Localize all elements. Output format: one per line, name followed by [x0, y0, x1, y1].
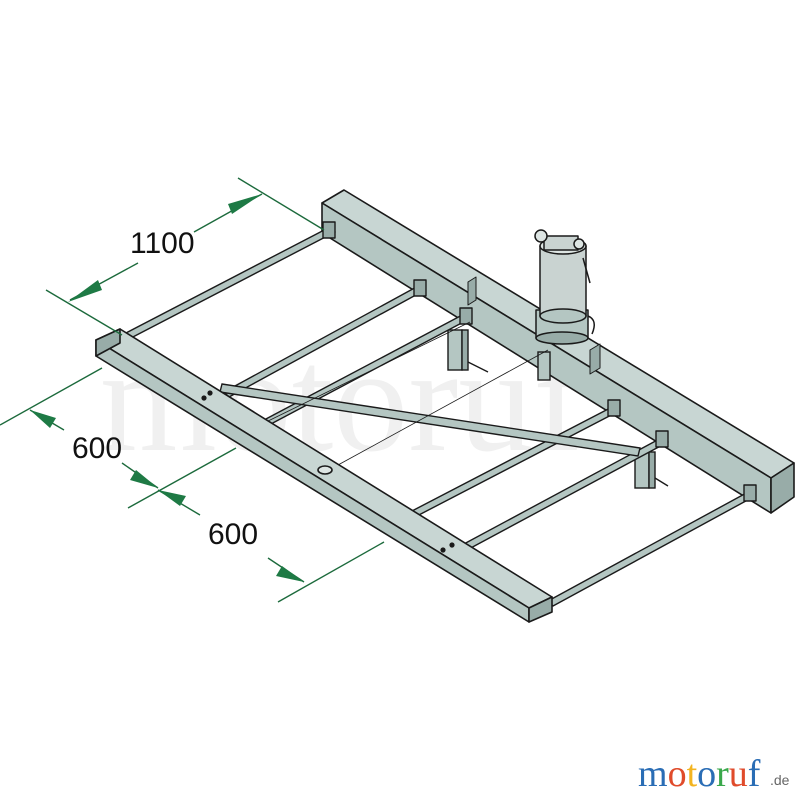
- gear-motor-icon: [534, 229, 595, 345]
- dimension-1100: 1100: [45, 177, 325, 336]
- mount-brackets: [447, 329, 669, 489]
- brand-letter: o: [697, 753, 716, 795]
- diagonal-brace: [219, 383, 641, 457]
- brand-letter: r: [716, 753, 729, 795]
- brand-letter: f: [748, 753, 761, 795]
- support-lines: [261, 321, 549, 466]
- brand-letter: o: [668, 753, 687, 795]
- cross-rods: [123, 221, 757, 607]
- brand-letter: t: [687, 753, 698, 795]
- dimension-600-a: 600: [0, 367, 237, 509]
- brand-tld: .de: [770, 772, 790, 788]
- brand-letter: u: [729, 753, 748, 795]
- brand-wordmark[interactable]: motoruf: [638, 753, 761, 795]
- dimension-600-b-label: 600: [208, 518, 258, 551]
- front-beam: [95, 328, 553, 623]
- brand-logo[interactable]: motoruf .de: [638, 753, 790, 795]
- dimension-600-b: 600: [157, 489, 385, 603]
- dimension-600-a-label: 600: [72, 432, 122, 465]
- brand-letter: m: [638, 753, 668, 795]
- dimension-1100-label: 1100: [130, 227, 195, 260]
